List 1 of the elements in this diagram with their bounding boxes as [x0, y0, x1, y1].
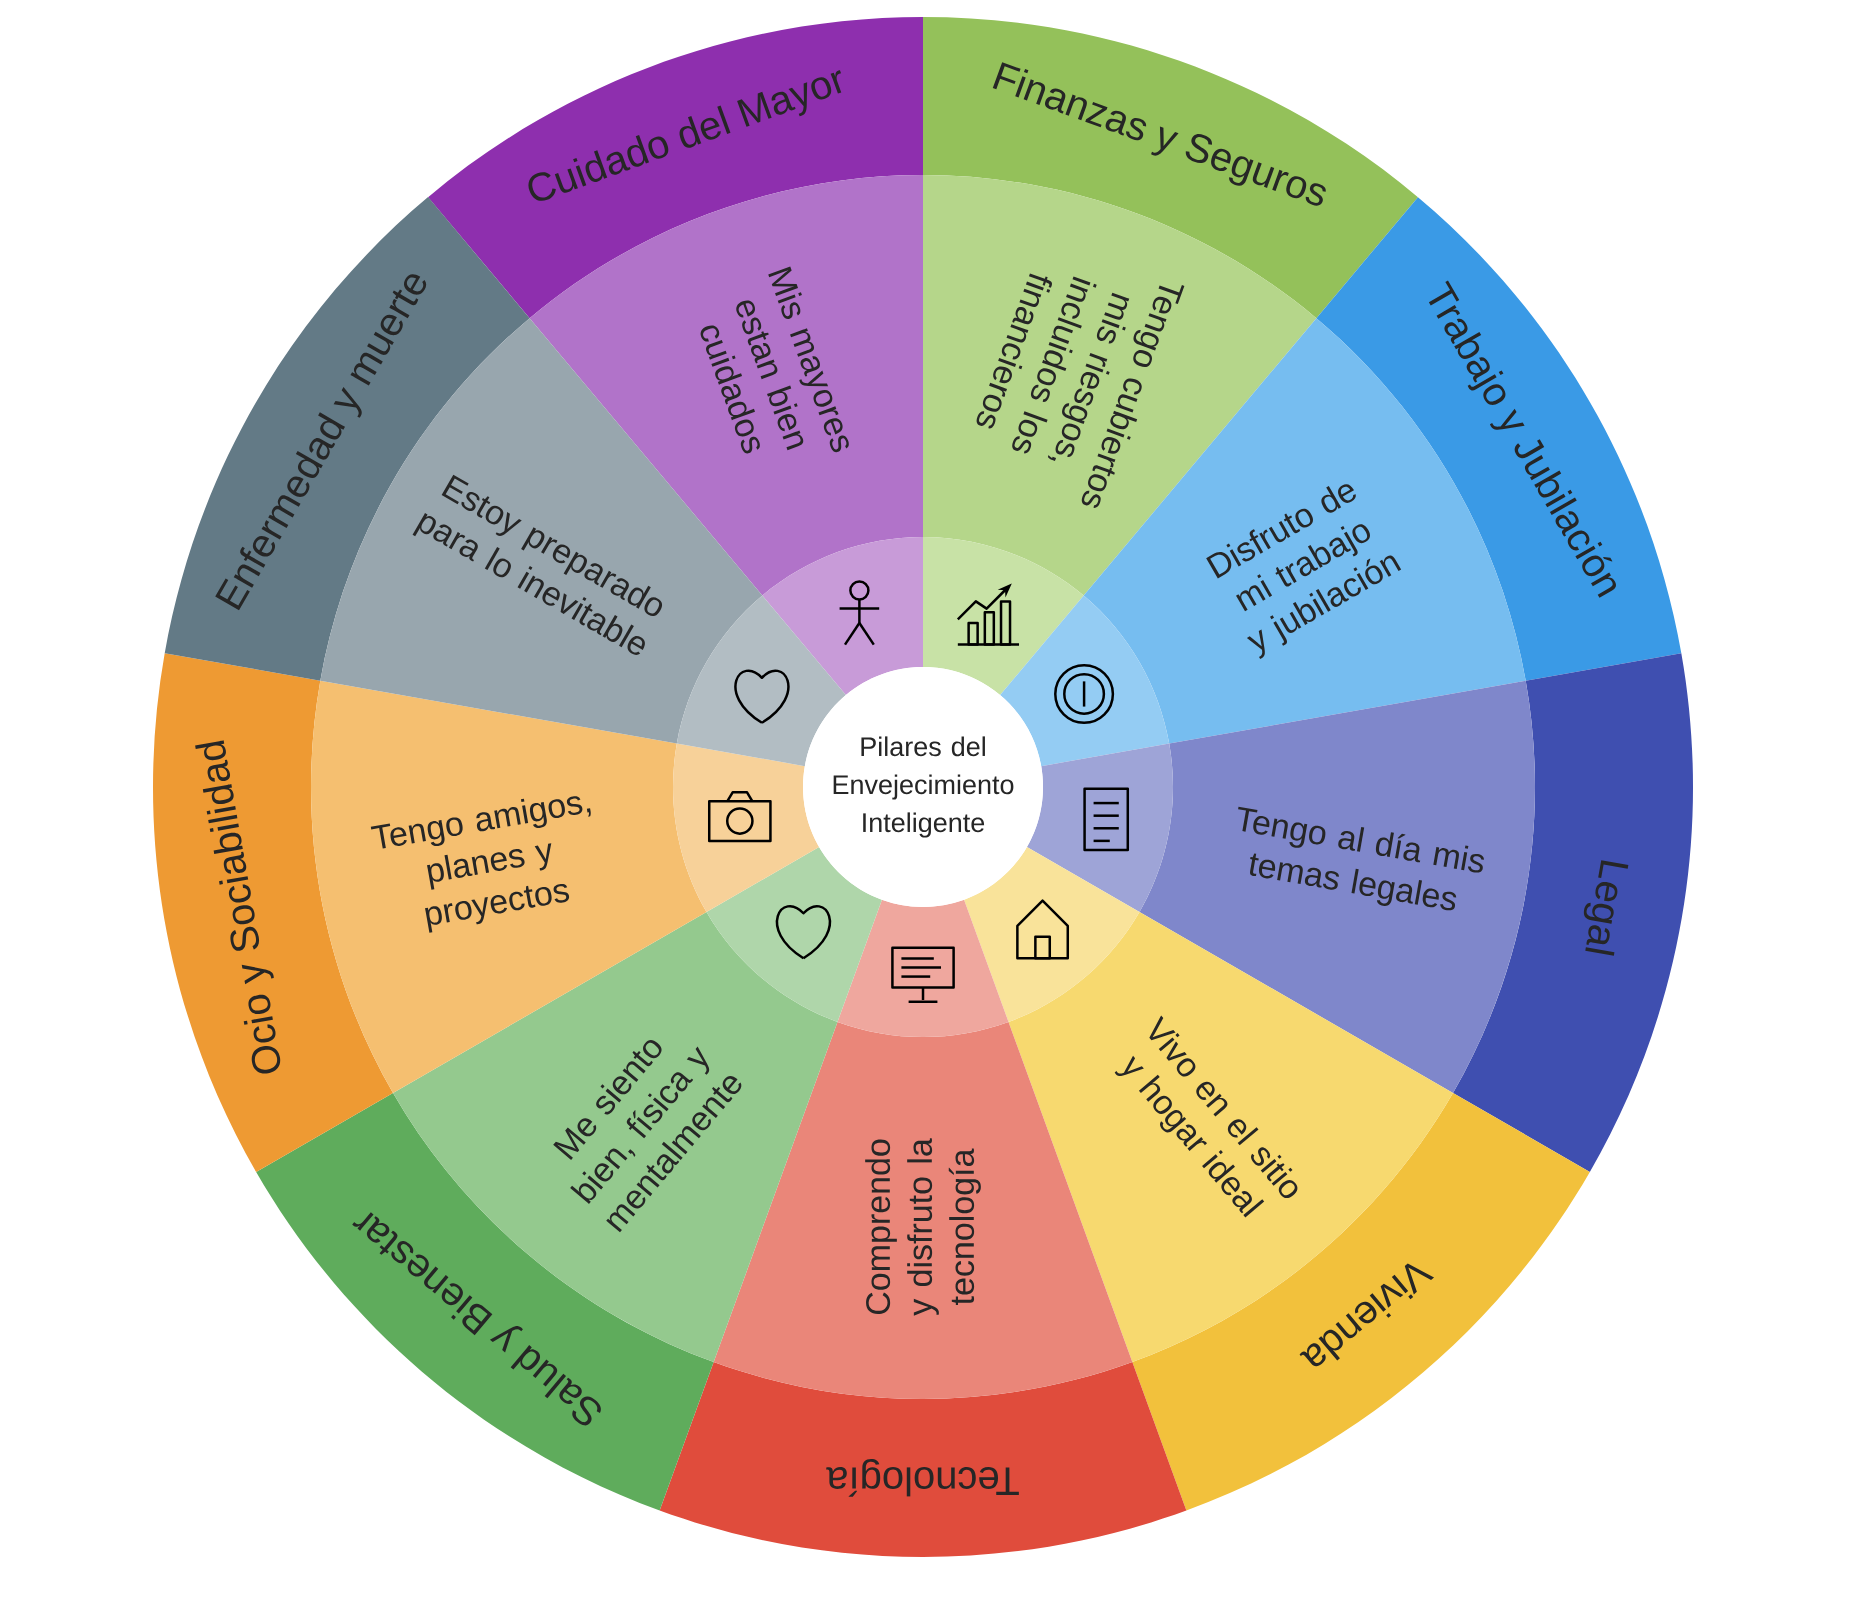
- band-segment: Tecnología: [659, 1362, 1187, 1557]
